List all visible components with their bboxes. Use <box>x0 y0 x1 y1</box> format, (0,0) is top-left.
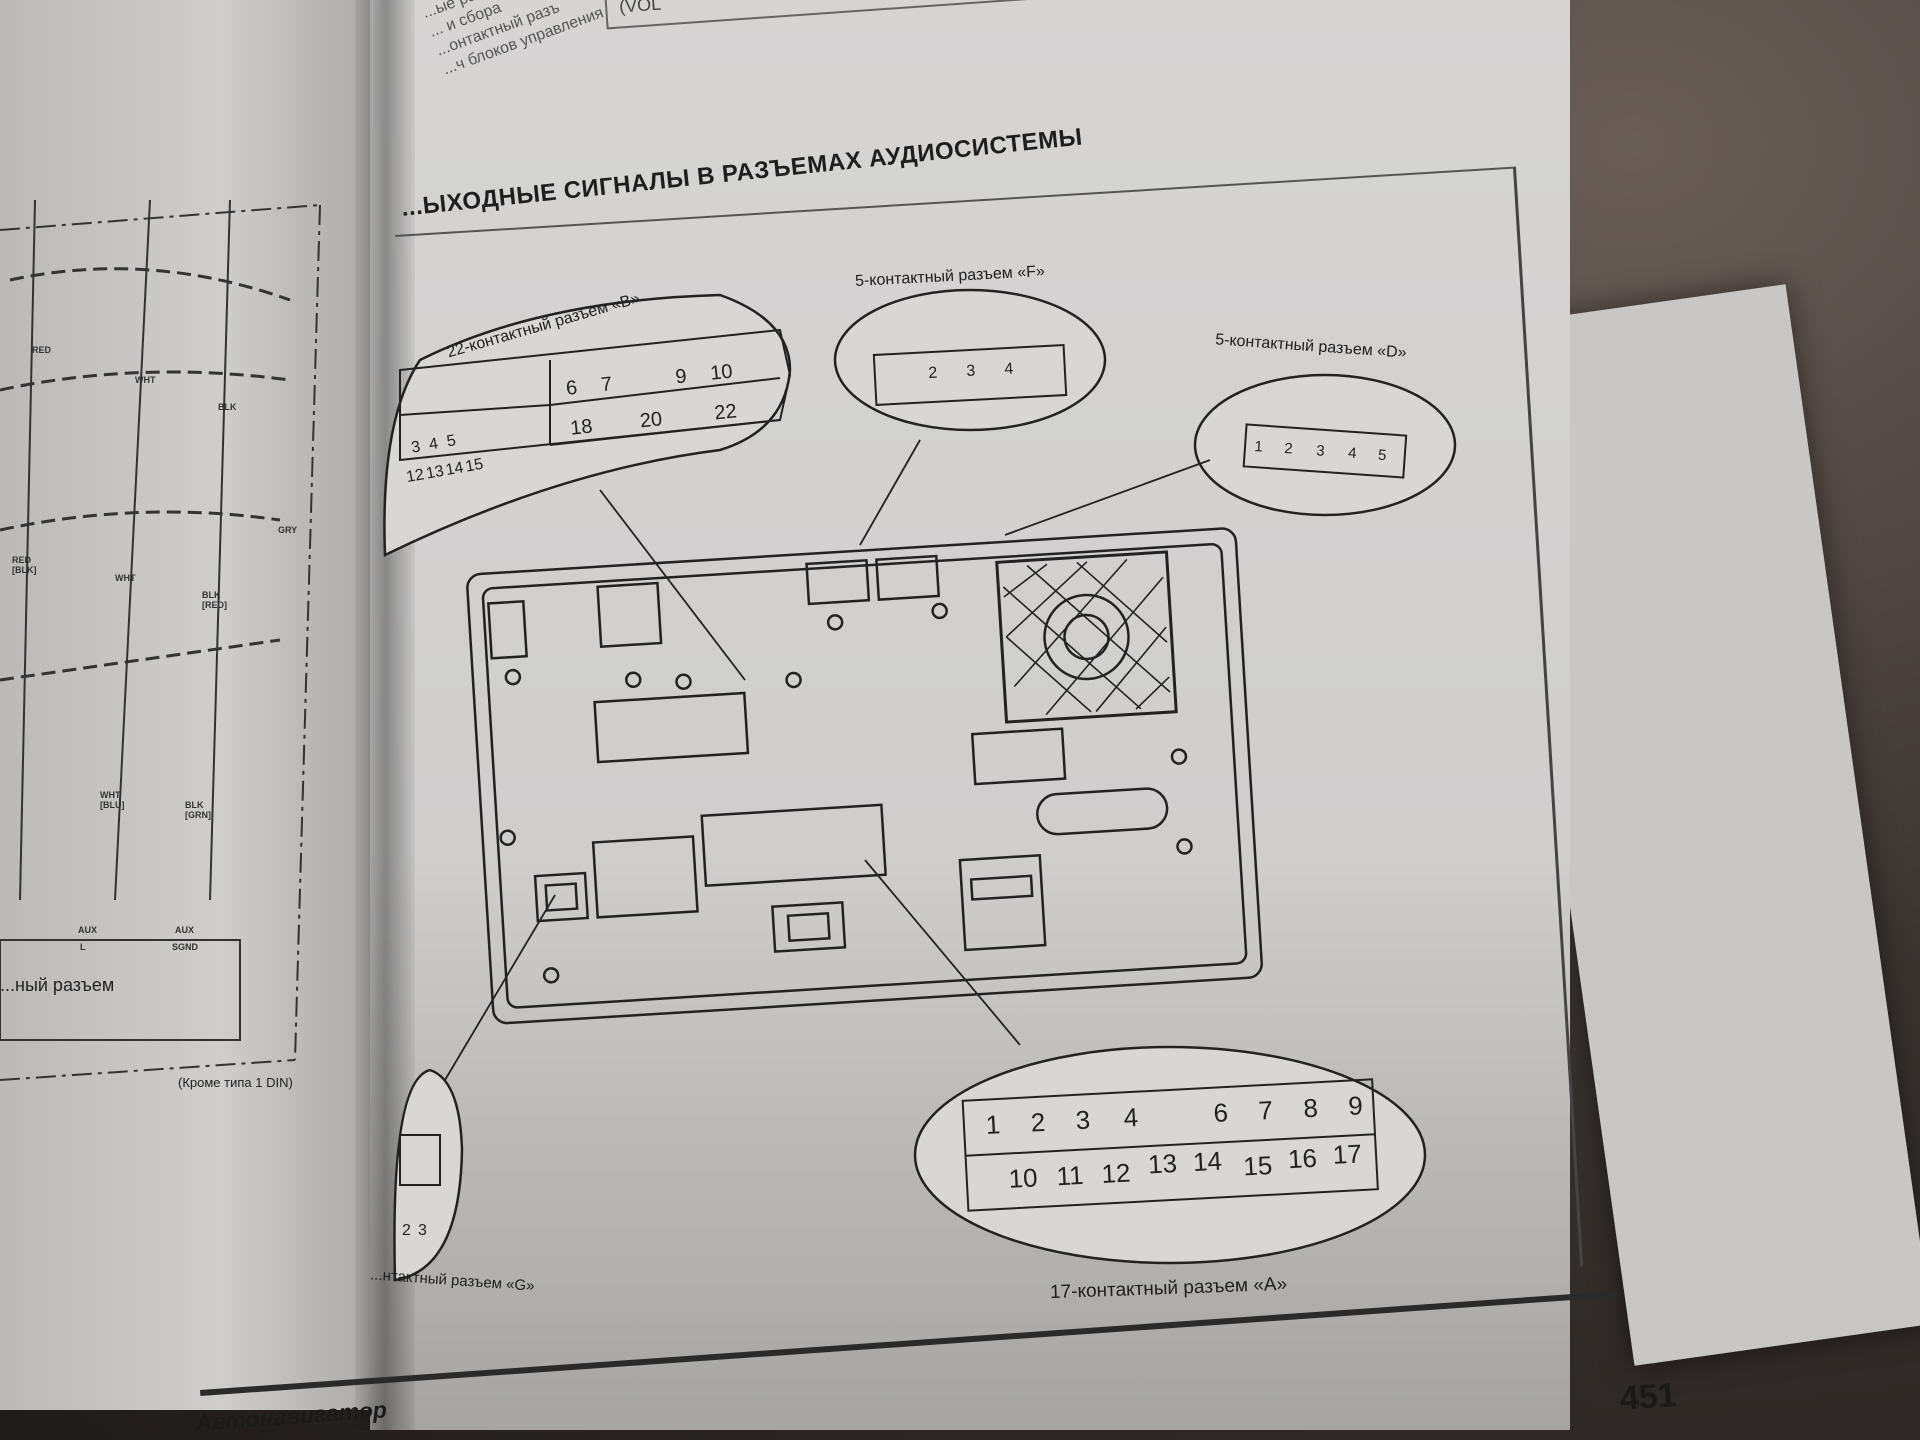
pin: 3 <box>1074 1104 1091 1136</box>
pin: 9 <box>1347 1090 1364 1121</box>
left-caption: ...ный разъем <box>0 975 115 995</box>
callout-a <box>913 1045 1427 1265</box>
pin: 1 <box>985 1109 1002 1140</box>
pin: 2 <box>1283 440 1294 458</box>
wire-label: RED <box>32 345 52 355</box>
pin: 16 <box>1287 1142 1318 1175</box>
connector-b-shape <box>399 328 792 462</box>
pin: 2 <box>402 1222 411 1239</box>
wire-label: WHT <box>115 573 136 583</box>
pin: 10 <box>709 360 734 385</box>
pin: 1 <box>1253 438 1264 456</box>
wire-label: RED [BLK] <box>12 555 37 575</box>
head-unit-back <box>466 527 1264 1025</box>
pin: 13 <box>424 462 446 483</box>
pin: 12 <box>405 466 426 487</box>
connector-f-shape <box>872 344 1068 406</box>
callout-d <box>1193 373 1457 517</box>
callout-g <box>393 1068 464 1282</box>
pin: 20 <box>638 408 664 433</box>
wire-label: GRY <box>278 525 298 535</box>
pin: 7 <box>599 373 614 397</box>
pin: 6 <box>1212 1097 1229 1129</box>
pin: 15 <box>464 455 485 476</box>
pin: 17 <box>1332 1138 1363 1170</box>
pin: 4 <box>1347 444 1358 463</box>
pin: 14 <box>444 459 465 480</box>
left-note: (Кроме типа 1 DIN) <box>178 1075 293 1090</box>
pin: 15 <box>1242 1150 1273 1182</box>
pin: 10 <box>1007 1162 1039 1194</box>
pin: 5 <box>1377 446 1388 465</box>
aux-label: SGND <box>172 942 199 952</box>
wire-label: BLK [RED] <box>202 590 227 610</box>
wire-label: WHT <box>135 375 156 385</box>
pin: 2 <box>928 364 938 382</box>
pin: 3 <box>418 1222 427 1239</box>
page-number: 451 <box>1618 1376 1678 1418</box>
aux-label: AUX <box>78 925 98 935</box>
left-page <box>0 0 380 1410</box>
pin: 2 <box>1029 1106 1046 1138</box>
connector-a-shape <box>961 1078 1379 1212</box>
connector-d-shape <box>1242 423 1408 479</box>
pin: 18 <box>569 415 594 440</box>
pin: 22 <box>713 400 738 425</box>
wire-label: WHT [BLU] <box>100 790 125 810</box>
callout-f <box>833 288 1107 432</box>
pin: 13 <box>1147 1148 1178 1180</box>
pin: 6 <box>565 376 579 400</box>
pin: 9 <box>674 365 688 389</box>
pin: 4 <box>1122 1102 1139 1133</box>
aux-label: L <box>80 942 86 952</box>
pin: 3 <box>965 362 976 380</box>
pin: 12 <box>1100 1157 1132 1189</box>
pin: 8 <box>1302 1092 1319 1124</box>
wire-label: BLK <box>218 402 237 412</box>
pin: 4 <box>1003 360 1014 378</box>
wire-label: BLK [GRN] <box>185 800 211 820</box>
aux-label: AUX <box>175 925 195 935</box>
connector-g-shape <box>399 1134 441 1186</box>
pin: 7 <box>1257 1094 1274 1126</box>
left-wiring <box>0 199 321 1081</box>
pin: 11 <box>1055 1159 1085 1192</box>
pin: 3 <box>1315 442 1326 460</box>
pin: 14 <box>1192 1145 1223 1178</box>
